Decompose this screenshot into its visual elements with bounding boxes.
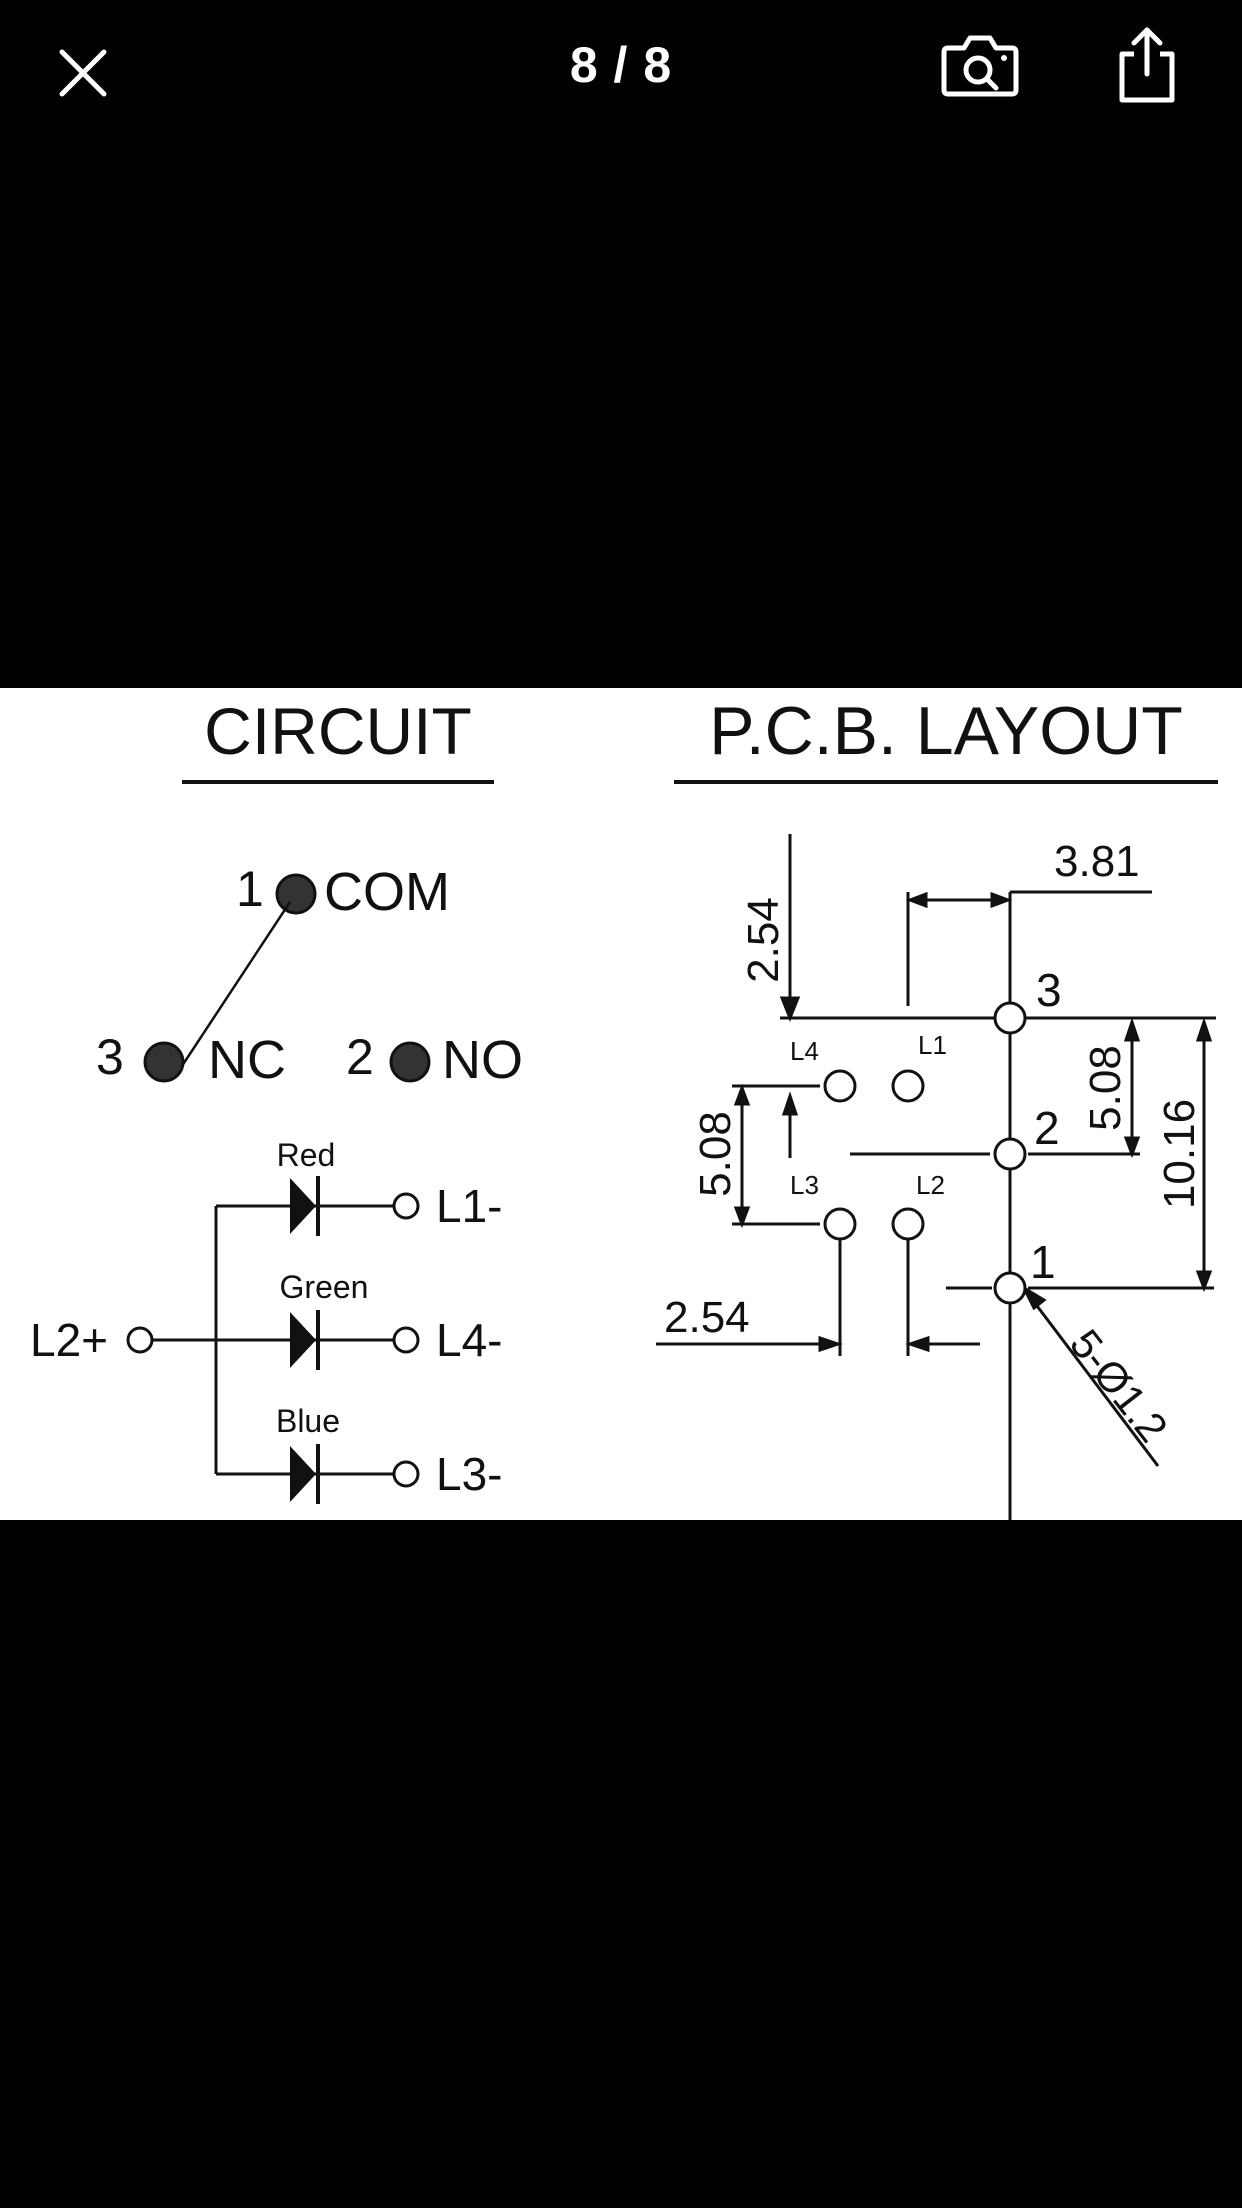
close-button[interactable] — [50, 40, 116, 106]
l1-pad-label: L1 — [918, 1030, 947, 1060]
led-green-label: Green — [280, 1269, 369, 1305]
l2-pad-label: L2 — [916, 1170, 945, 1200]
dim-bottom: 2.54 — [664, 1293, 750, 1342]
visual-search-button[interactable] — [938, 30, 1022, 102]
circuit-title: CIRCUIT — [204, 694, 472, 768]
led-red-symbol — [290, 1176, 320, 1236]
com-number: 1 — [236, 861, 264, 917]
share-button[interactable] — [1110, 24, 1184, 106]
no-label: NO — [442, 1030, 523, 1090]
l1-minus-label: L1- — [436, 1180, 502, 1232]
led-red-label: Red — [277, 1137, 336, 1173]
led-green-symbol — [290, 1310, 320, 1370]
nc-terminal — [143, 1041, 185, 1083]
pin3-label: 3 — [1036, 964, 1062, 1016]
viewer-toolbar: 8 / 8 — [0, 0, 1242, 140]
pin1-label: 1 — [1030, 1236, 1056, 1288]
dim-right-small: 5.08 — [1081, 1045, 1130, 1131]
camera-search-icon — [941, 35, 1019, 97]
com-label: COM — [324, 862, 450, 922]
led-blue-label: Blue — [276, 1403, 340, 1439]
pcb-title: P.C.B. LAYOUT — [709, 693, 1183, 769]
no-number: 2 — [346, 1029, 374, 1085]
l4-pad-label: L4 — [790, 1036, 819, 1066]
dim-top-left: 2.54 — [739, 897, 788, 983]
led-blue-symbol — [290, 1444, 320, 1504]
pcb-holes — [823, 1001, 1027, 1305]
dim-right-large: 10.16 — [1155, 1099, 1204, 1209]
com-terminal — [275, 873, 317, 915]
l4-minus-label: L4- — [436, 1314, 502, 1366]
l3-minus-label: L3- — [436, 1448, 502, 1500]
pin2-label: 2 — [1034, 1102, 1060, 1154]
dim-left: 5.08 — [691, 1111, 740, 1197]
image-counter: 8 / 8 — [569, 37, 673, 93]
close-icon — [59, 49, 107, 97]
l2-plus-label: L2+ — [30, 1314, 108, 1366]
no-terminal — [389, 1041, 431, 1083]
image-viewer[interactable]: CIRCUIT 1 COM 3 NC 2 NO — [0, 688, 1242, 1520]
l3-pad-label: L3 — [790, 1170, 819, 1200]
circuit-diagram-image: CIRCUIT 1 COM 3 NC 2 NO — [0, 688, 1242, 1520]
nc-number: 3 — [96, 1029, 124, 1085]
dim-top: 3.81 — [1054, 837, 1140, 886]
nc-label: NC — [208, 1030, 286, 1090]
share-icon — [1119, 27, 1175, 103]
